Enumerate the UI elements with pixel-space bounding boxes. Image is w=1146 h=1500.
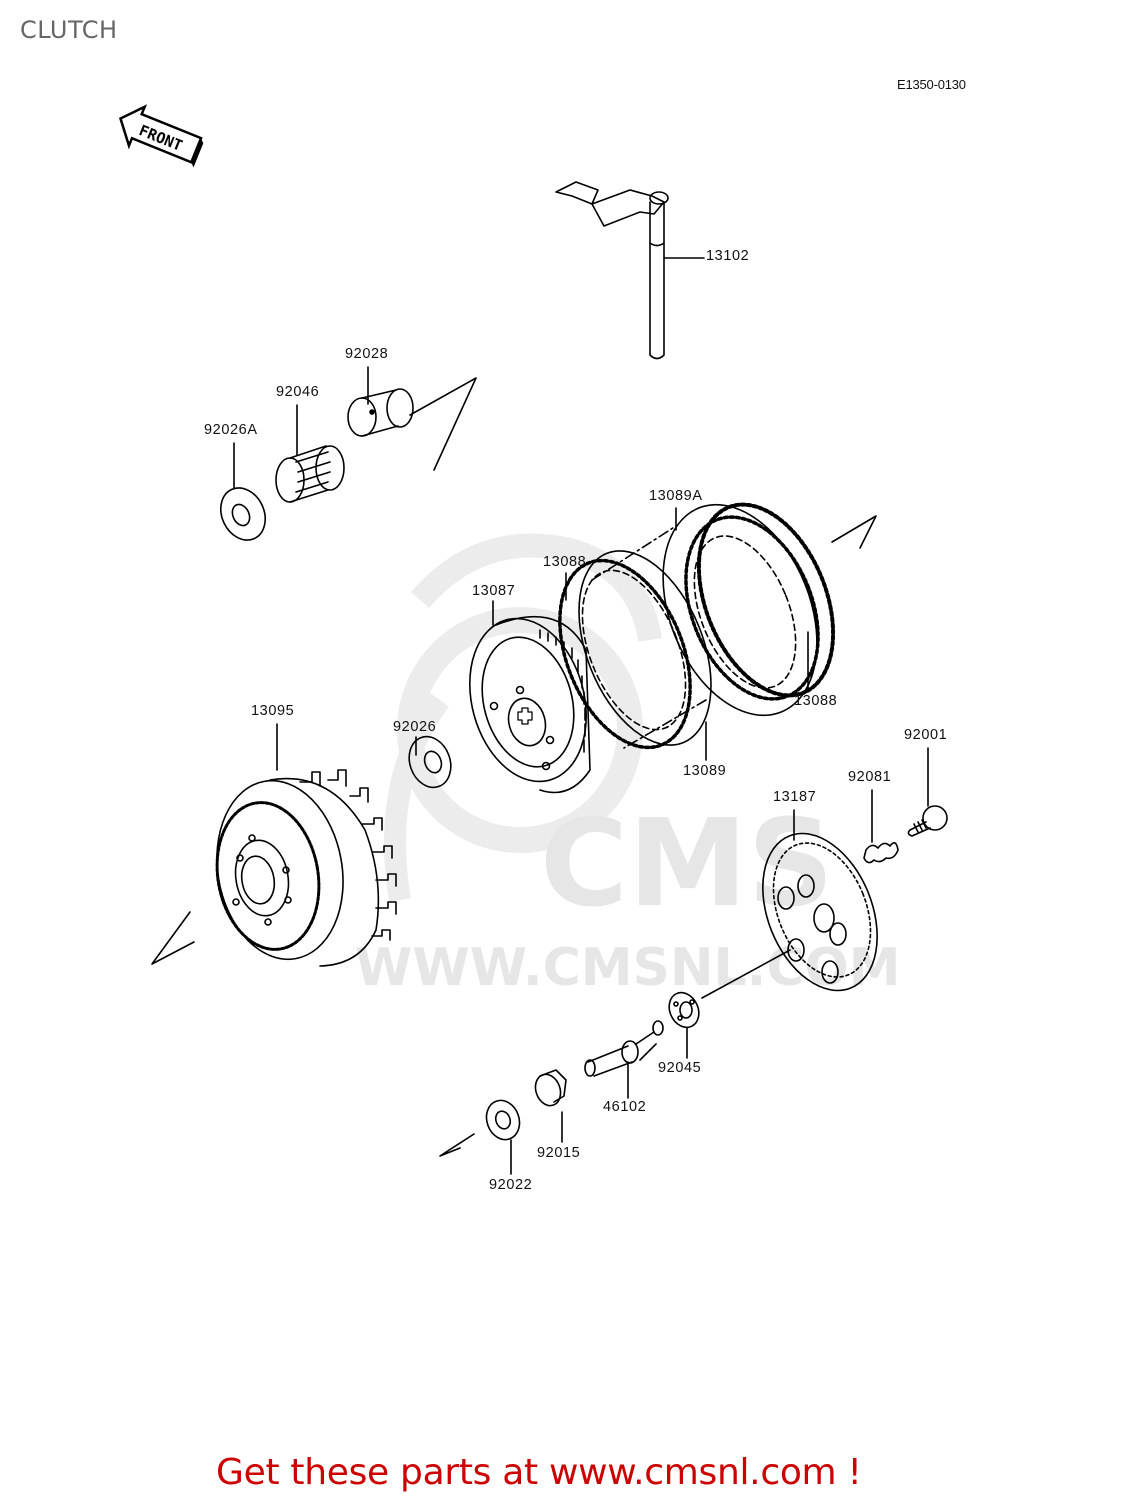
pressure-plate-drawing xyxy=(701,809,878,999)
part-label-13089a[interactable]: 13089A xyxy=(649,488,703,504)
exploded-parts-diagram: CMS WWW.CMSNL.COM FRONT xyxy=(118,104,948,1175)
part-label-13095[interactable]: 13095 xyxy=(251,703,295,719)
watermark-logo: CMS WWW.CMSNL.COM xyxy=(355,533,900,998)
release-shaft-drawing xyxy=(555,181,705,360)
part-label-13102[interactable]: 13102 xyxy=(706,248,750,264)
part-label-92026a[interactable]: 92026A xyxy=(204,422,258,438)
washer-lower-drawing xyxy=(439,1099,521,1175)
part-label-92001[interactable]: 92001 xyxy=(904,727,948,743)
part-label-92046[interactable]: 92046 xyxy=(276,384,320,400)
part-label-13087[interactable]: 13087 xyxy=(472,583,516,599)
part-label-13088-right[interactable]: 13088 xyxy=(794,693,838,709)
nut-drawing xyxy=(534,1069,567,1143)
part-label-13187[interactable]: 13187 xyxy=(773,789,817,805)
footer-cta-link[interactable]: Get these parts at www.cmsnl.com ! xyxy=(216,1452,862,1493)
page-title: CLUTCH xyxy=(20,16,118,44)
part-label-92028[interactable]: 92028 xyxy=(345,346,389,362)
part-label-92045[interactable]: 92045 xyxy=(658,1060,702,1076)
needle-bearing-drawing xyxy=(275,404,345,503)
svg-text:WWW.CMSNL.COM: WWW.CMSNL.COM xyxy=(355,938,900,998)
part-label-92015[interactable]: 92015 xyxy=(537,1145,581,1161)
svg-text:CMS: CMS xyxy=(540,795,834,934)
part-label-92022[interactable]: 92022 xyxy=(489,1177,533,1193)
clutch-housing-drawing xyxy=(151,723,397,967)
part-label-92026[interactable]: 92026 xyxy=(393,719,437,735)
part-label-13088-left[interactable]: 13088 xyxy=(543,554,587,570)
washer-a-drawing xyxy=(220,442,266,541)
part-label-46102[interactable]: 46102 xyxy=(603,1099,647,1115)
bolt-drawing xyxy=(907,747,948,837)
part-label-13089[interactable]: 13089 xyxy=(683,763,727,779)
ball-bearing-drawing xyxy=(668,991,700,1059)
spring-drawing xyxy=(863,789,899,864)
clutch-hub-drawing xyxy=(468,600,591,794)
clutch-plates-drawing xyxy=(558,502,877,761)
washer-drawing xyxy=(408,735,452,789)
push-rod-drawing xyxy=(584,1020,664,1099)
collar-drawing xyxy=(347,366,477,471)
part-label-92081[interactable]: 92081 xyxy=(848,769,892,785)
front-arrow-icon: FRONT xyxy=(118,104,204,168)
diagram-code: E1350-0130 xyxy=(897,77,966,92)
